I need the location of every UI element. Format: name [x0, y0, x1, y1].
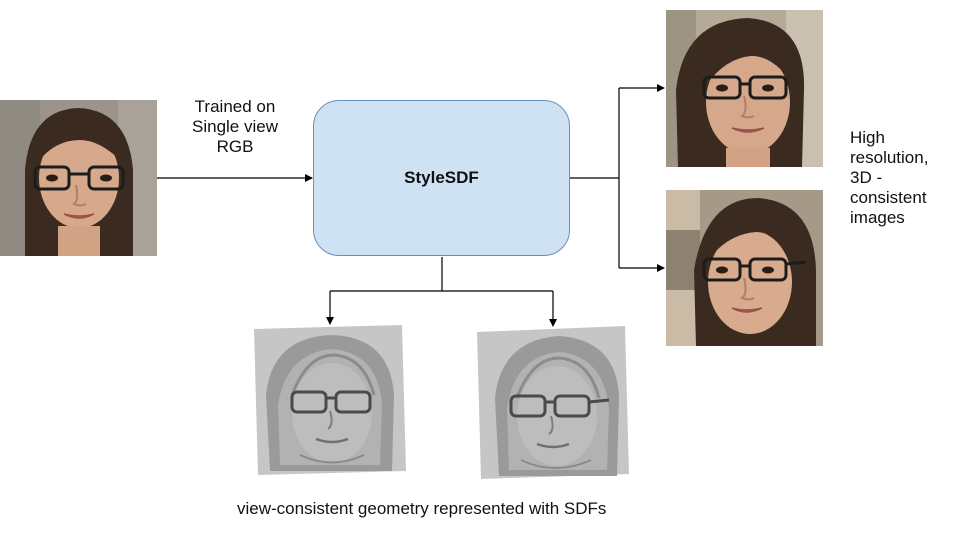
geometry-render-left	[252, 325, 408, 475]
input-label: Trained on Single view RGB	[192, 97, 278, 156]
stylesdf-model-box: StyleSDF	[313, 100, 570, 256]
output-face-image-bottom	[666, 190, 823, 346]
output-label: High resolution, 3D - consistent images	[850, 128, 929, 227]
geometry-render-right	[477, 326, 631, 479]
input-face-image	[0, 100, 157, 256]
geometry-caption: view-consistent geometry represented wit…	[237, 499, 607, 518]
output-face-image-top	[666, 10, 823, 167]
model-name: StyleSDF	[404, 168, 479, 187]
